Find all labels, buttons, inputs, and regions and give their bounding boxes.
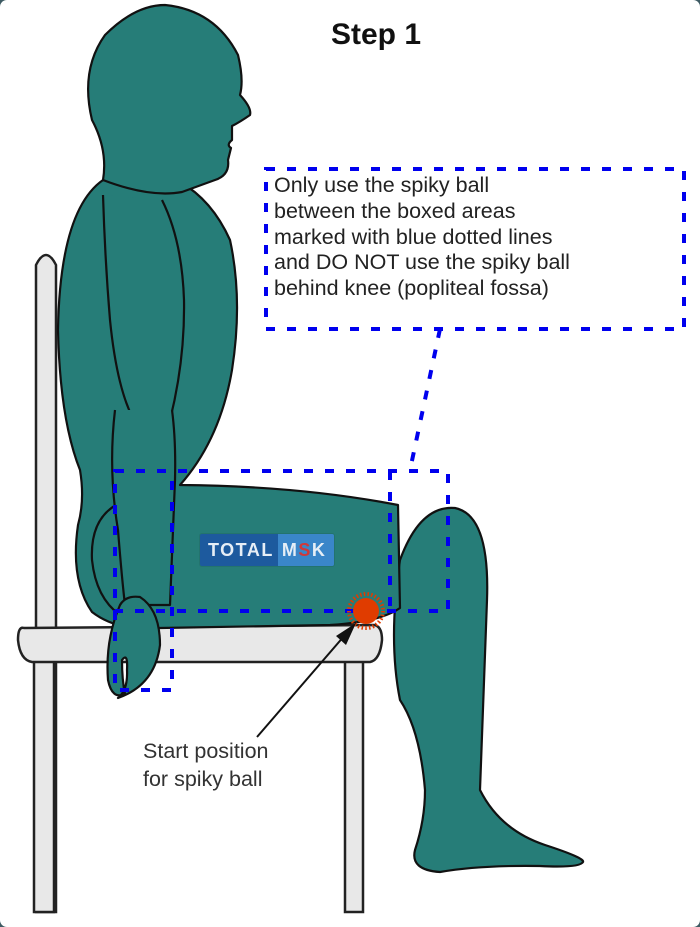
hand-zone <box>113 471 174 692</box>
note-line: behind knee (popliteal fossa) <box>274 276 549 301</box>
note-line: and DO NOT use the spiky ball <box>274 250 570 275</box>
caption-line: for spiky ball <box>143 767 263 791</box>
seated-figure-icon <box>56 3 585 874</box>
hand <box>106 595 162 700</box>
logo-part-total: TOTAL <box>200 534 278 566</box>
note-line: Only use the spiky ball <box>274 173 490 197</box>
spiky-ball-icon <box>347 592 385 630</box>
treatment-zones <box>113 167 686 692</box>
caption-line: Start position <box>143 739 269 763</box>
logo-part-msk: MSK <box>277 534 335 566</box>
head <box>87 3 252 195</box>
forearm <box>111 409 177 607</box>
chair-back-leg <box>32 658 56 914</box>
note-line: marked with blue dotted lines <box>274 224 553 249</box>
logo-k: K <box>311 540 327 560</box>
chair-front-leg <box>343 658 365 914</box>
note-connector <box>408 328 442 471</box>
warning-note: Only use the spiky ball between the boxe… <box>274 173 686 302</box>
logo-s: S <box>298 540 312 560</box>
note-line: between the boxed areas <box>274 198 516 223</box>
pointer-arrow-icon <box>256 623 356 738</box>
step-title: Step 1 <box>330 18 422 51</box>
totalmsk-logo: TOTAL MSK <box>200 534 335 566</box>
note-box <box>264 167 686 331</box>
lower-leg <box>392 506 585 874</box>
start-position-caption: Start position for spiky ball <box>143 737 268 793</box>
thigh-zone <box>113 469 450 613</box>
logo-m: M <box>281 540 299 560</box>
